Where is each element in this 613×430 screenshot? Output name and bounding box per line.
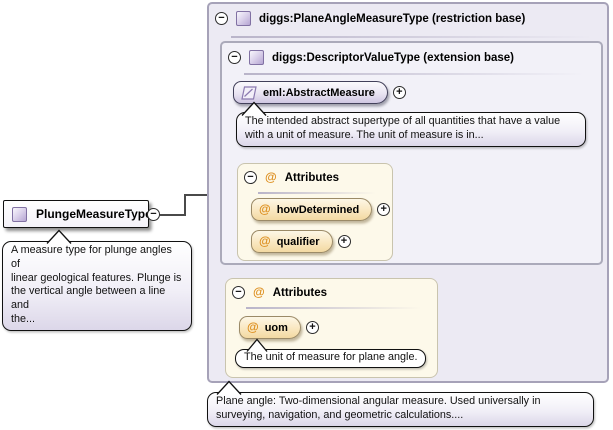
node-label: PlungeMeasureType xyxy=(36,207,152,221)
element-description-tooltip: The intended abstract supertype of all q… xyxy=(236,112,586,147)
complex-type-icon xyxy=(12,206,27,222)
attributes-box: − @ Attributes @ howDetermined + @ quali… xyxy=(237,163,393,261)
tooltip-notch xyxy=(46,229,72,244)
panel-header: − diggs:PlaneAngleMeasureType (restricti… xyxy=(215,11,525,26)
attribute-icon: @ xyxy=(259,234,271,248)
attribute-description-tooltip: The unit of measure for plane angle. xyxy=(235,349,427,368)
expand-icon[interactable]: + xyxy=(392,86,406,99)
attributes-title: Attributes xyxy=(272,286,328,299)
expand-icon[interactable]: + xyxy=(337,235,351,248)
panel-title: diggs:DescriptorValueType (extension bas… xyxy=(272,51,514,64)
collapse-icon[interactable]: − xyxy=(232,286,245,299)
node-description-tooltip: A measure type for plunge angles of line… xyxy=(2,241,192,331)
panel-descriptor-value-type: − diggs:DescriptorValueType (extension b… xyxy=(220,41,603,265)
attributes-header: − @ Attributes xyxy=(232,286,327,299)
attribute-row: @ qualifier + xyxy=(251,230,351,253)
attribute-label: qualifier xyxy=(276,235,320,248)
element-row: eml:AbstractMeasure + xyxy=(233,81,406,104)
complex-type-icon xyxy=(236,11,251,26)
attribute-icon: @ xyxy=(247,320,259,334)
attribute-label: uom xyxy=(264,321,288,334)
collapse-icon[interactable]: − xyxy=(215,12,228,25)
attributes-box: − @ Attributes @ uom + The unit of measu… xyxy=(225,278,438,378)
tooltip-notch xyxy=(241,101,267,116)
attribute-qualifier[interactable]: @ qualifier xyxy=(251,230,333,253)
attribute-icon: @ xyxy=(265,170,277,184)
node-plunge-measure-type[interactable]: PlungeMeasureType xyxy=(3,200,152,228)
panel-plane-angle-measure-type: − diggs:PlaneAngleMeasureType (restricti… xyxy=(207,2,609,383)
collapse-icon[interactable]: − xyxy=(228,51,241,64)
collapse-icon[interactable]: − xyxy=(147,208,160,221)
header-separator xyxy=(231,36,593,38)
attributes-header: − @ Attributes xyxy=(244,171,339,184)
header-separator xyxy=(244,73,584,75)
panel-title: diggs:PlaneAngleMeasureType (restriction… xyxy=(259,12,526,25)
header-separator xyxy=(258,192,376,194)
attributes-title: Attributes xyxy=(284,171,340,184)
tooltip-notch xyxy=(246,338,268,352)
attribute-row: @ howDetermined + xyxy=(251,198,391,221)
expand-icon[interactable]: + xyxy=(305,321,319,334)
panel-header: − diggs:DescriptorValueType (extension b… xyxy=(228,50,514,65)
attribute-row: @ uom + xyxy=(239,316,319,339)
complex-type-icon xyxy=(249,50,264,65)
element-label: eml:AbstractMeasure xyxy=(263,86,375,99)
header-separator xyxy=(246,307,421,309)
connector-line xyxy=(160,194,210,216)
attribute-label: howDetermined xyxy=(276,203,360,216)
attribute-icon: @ xyxy=(259,202,271,216)
element-icon xyxy=(241,85,257,100)
element-abstract-measure[interactable]: eml:AbstractMeasure xyxy=(233,81,388,104)
attribute-icon: @ xyxy=(253,285,265,299)
collapse-icon[interactable]: − xyxy=(244,171,257,184)
attribute-uom[interactable]: @ uom xyxy=(239,316,301,339)
attribute-how-determined[interactable]: @ howDetermined xyxy=(251,198,373,221)
panel-description-tooltip: Plane angle: Two-dimensional angular mea… xyxy=(207,392,594,427)
expand-icon[interactable]: + xyxy=(377,203,391,216)
tooltip-notch xyxy=(216,380,242,395)
